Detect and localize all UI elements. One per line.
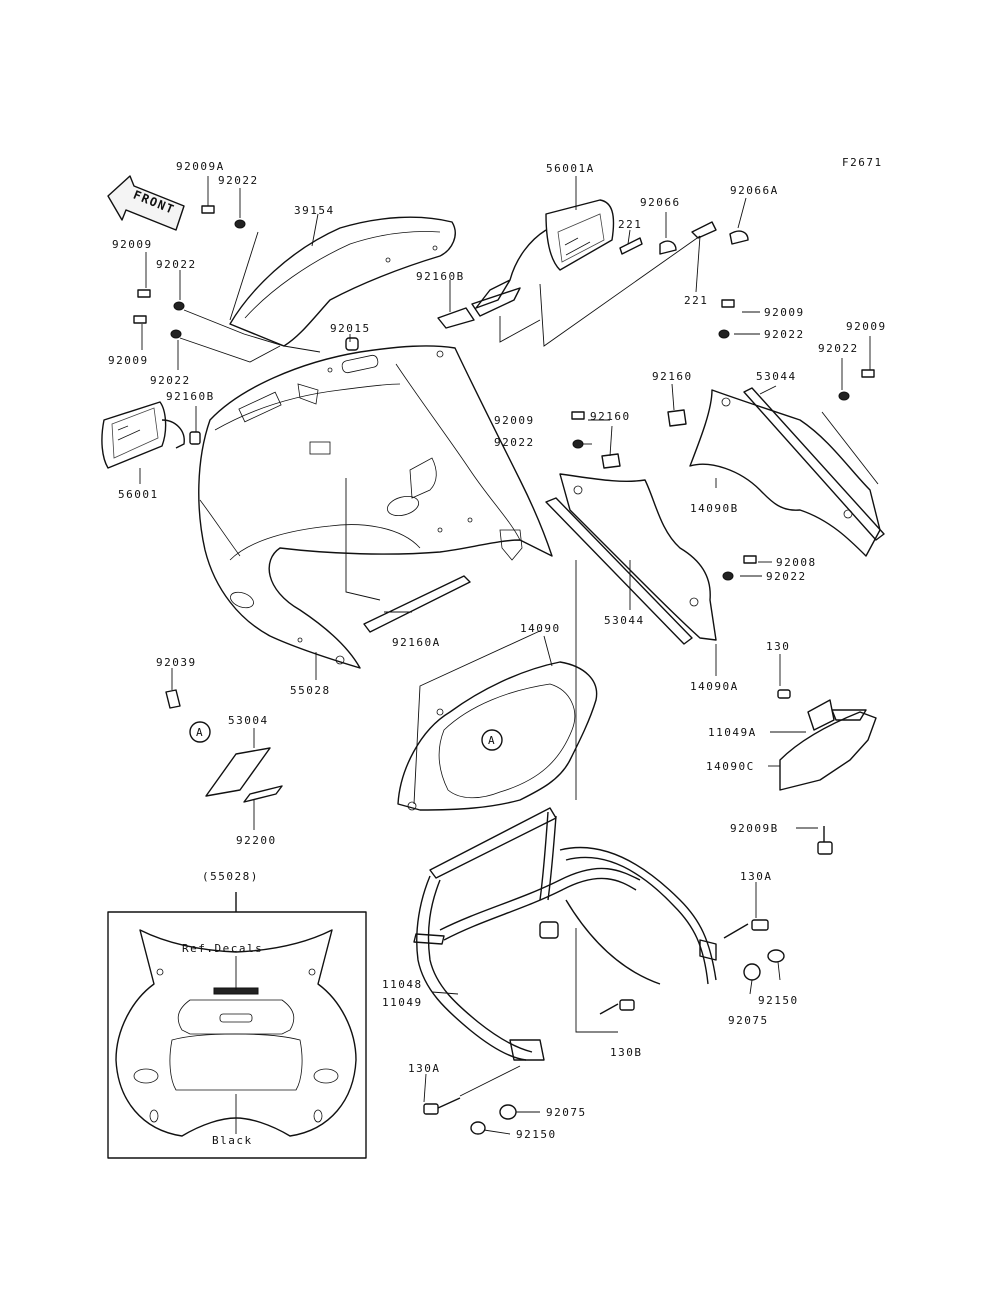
label-14090B: 14090B <box>690 502 739 515</box>
label-92022: 92022 <box>156 258 197 271</box>
label-53004: 53004 <box>228 714 269 727</box>
svg-text:A: A <box>196 726 204 739</box>
label-92075: 92075 <box>546 1106 587 1119</box>
label-130: 130 <box>766 640 790 653</box>
label-92150: 92150 <box>516 1128 557 1141</box>
figure-code: F2671 <box>842 156 883 169</box>
lens-53004 <box>205 747 271 797</box>
label-92066A: 92066A <box>730 184 779 197</box>
leader-lines <box>139 176 879 1135</box>
part-labels: 92009A 92022 92009 92022 92009 92022 391… <box>108 160 887 1147</box>
label-92022: 92022 <box>494 436 535 449</box>
cowl-stay-11048 <box>413 807 717 1061</box>
label-92160B: 92160B <box>166 390 215 403</box>
gasket-92160B-mid <box>437 307 475 329</box>
reference-marker-A-2: A <box>481 729 503 751</box>
front-arrow-icon: FRONT <box>107 175 185 231</box>
upper-cowl-55028 <box>198 345 553 669</box>
label-92009: 92009 <box>112 238 153 251</box>
label-92160B: 92160B <box>416 270 465 283</box>
label-92200: 92200 <box>236 834 277 847</box>
label-92022: 92022 <box>818 342 859 355</box>
meter-panel-14090 <box>397 661 598 811</box>
bolts-left <box>133 205 359 351</box>
label-92066: 92066 <box>640 196 681 209</box>
label-92039: 92039 <box>156 656 197 669</box>
label-92009: 92009 <box>846 320 887 333</box>
label-56001A: 56001A <box>546 162 595 175</box>
label-92022: 92022 <box>764 328 805 341</box>
label-92009A: 92009A <box>176 160 225 173</box>
label-14090: 14090 <box>520 622 561 635</box>
label-92009: 92009 <box>494 414 535 427</box>
screws-221 <box>619 221 717 255</box>
label-92008: 92008 <box>776 556 817 569</box>
label-53044: 53044 <box>604 614 645 627</box>
label-11049: 11049 <box>382 996 423 1009</box>
label-92022: 92022 <box>218 174 259 187</box>
covers-92066 <box>659 230 749 255</box>
bolts-right <box>571 299 875 581</box>
label-221: 221 <box>684 294 708 307</box>
pads-92160 <box>601 409 687 469</box>
reference-marker-A-1: A <box>189 721 211 743</box>
inner-panel-14090A <box>545 473 717 645</box>
label-56001: 56001 <box>118 488 159 501</box>
label-14090C: 14090C <box>706 760 755 773</box>
label-92009: 92009 <box>108 354 149 367</box>
label-130B: 130B <box>610 1046 643 1059</box>
label-92022: 92022 <box>766 570 807 583</box>
bulb-92039 <box>165 689 181 709</box>
inset-box-55028 <box>107 892 367 1159</box>
label-55028-ref: (55028) <box>202 870 259 883</box>
mirror-56001A <box>471 199 615 317</box>
label-130A: 130A <box>740 870 773 883</box>
hardware-lower-left <box>423 1097 517 1135</box>
label-92009: 92009 <box>764 306 805 319</box>
label-92015: 92015 <box>330 322 371 335</box>
label-130A: 130A <box>408 1062 441 1075</box>
label-92160: 92160 <box>652 370 693 383</box>
label-11048: 11048 <box>382 978 423 991</box>
label-black: Black <box>212 1134 253 1147</box>
label-39154: 39154 <box>294 204 335 217</box>
label-221: 221 <box>618 218 642 231</box>
label-92150: 92150 <box>758 994 799 1007</box>
svg-text:A: A <box>488 734 496 747</box>
panel-14090C <box>779 699 877 791</box>
inner-panel-14090B <box>689 387 885 557</box>
mirror-56001 <box>101 401 201 469</box>
windshield-39154 <box>229 216 456 347</box>
label-92160A: 92160A <box>392 636 441 649</box>
label-92075: 92075 <box>728 1014 769 1027</box>
label-11049A: 11049A <box>708 726 757 739</box>
label-53044: 53044 <box>756 370 797 383</box>
label-92009B: 92009B <box>730 822 779 835</box>
label-14090A: 14090A <box>690 680 739 693</box>
label-55028: 55028 <box>290 684 331 697</box>
label-92022: 92022 <box>150 374 191 387</box>
seal-92200 <box>243 785 283 803</box>
strip-92160A <box>363 575 471 633</box>
hardware-lower-right <box>599 689 833 1015</box>
label-ref-decals: Ref.Decals <box>182 942 263 955</box>
label-92160: 92160 <box>590 410 631 423</box>
